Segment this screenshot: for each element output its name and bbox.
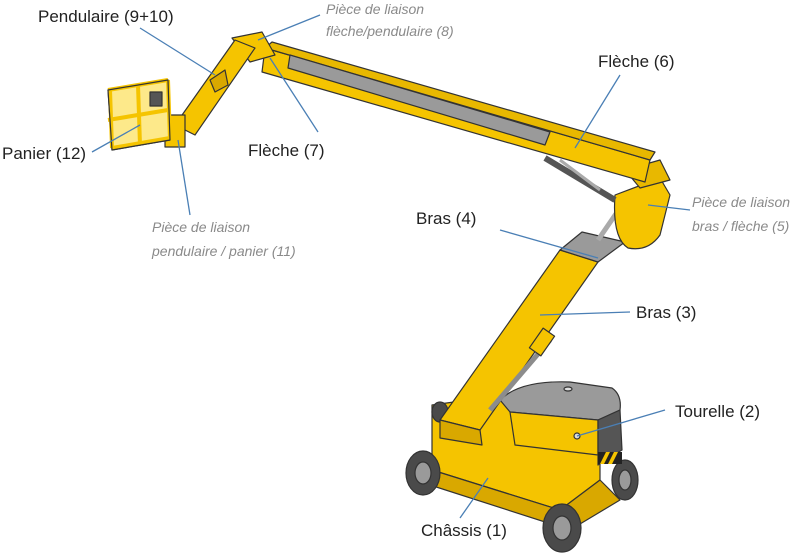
label-piece-liaison-5-line1: Pièce de liaison xyxy=(692,194,791,210)
tourelle xyxy=(499,381,623,466)
label-panier: Panier (12) xyxy=(2,144,87,163)
label-piece-liaison-11-line2: pendulaire / panier (11) xyxy=(152,243,296,259)
leader-fleche6 xyxy=(574,74,621,149)
panier xyxy=(107,78,172,151)
label-pendulaire: Pendulaire (9+10) xyxy=(38,7,174,26)
leader-chassis xyxy=(459,477,489,519)
leader-bras3 xyxy=(539,311,631,316)
leader-fleche7 xyxy=(269,57,319,133)
label-tourelle: Tourelle (2) xyxy=(675,402,761,421)
label-fleche-7: Flèche (7) xyxy=(248,141,325,160)
label-piece-liaison-5-line2: bras / flèche (5) xyxy=(692,218,790,234)
label-chassis: Châssis (1) xyxy=(421,521,507,540)
label-bras-3: Bras (3) xyxy=(636,303,697,322)
label-piece-liaison-11-line1: Pièce de liaison xyxy=(152,219,251,235)
bras-3 xyxy=(439,249,599,446)
leader-piece-8 xyxy=(257,14,321,41)
leader-bras4 xyxy=(499,229,599,259)
fleche-6 xyxy=(261,41,656,203)
label-bras-4: Bras (4) xyxy=(416,209,477,228)
leader-lines xyxy=(91,14,691,519)
pendulaire xyxy=(174,39,256,136)
label-piece-liaison-8-line1: Pièce de liaison xyxy=(326,1,425,17)
label-piece-liaison-8-line2: flèche/pendulaire (8) xyxy=(326,23,454,39)
leader-piece-11 xyxy=(177,139,191,216)
leader-tourelle xyxy=(576,409,666,437)
leader-piece-5 xyxy=(647,204,691,211)
leader-pendulaire xyxy=(139,27,216,76)
leader-panier xyxy=(91,124,141,153)
label-fleche-6: Flèche (6) xyxy=(598,52,675,71)
